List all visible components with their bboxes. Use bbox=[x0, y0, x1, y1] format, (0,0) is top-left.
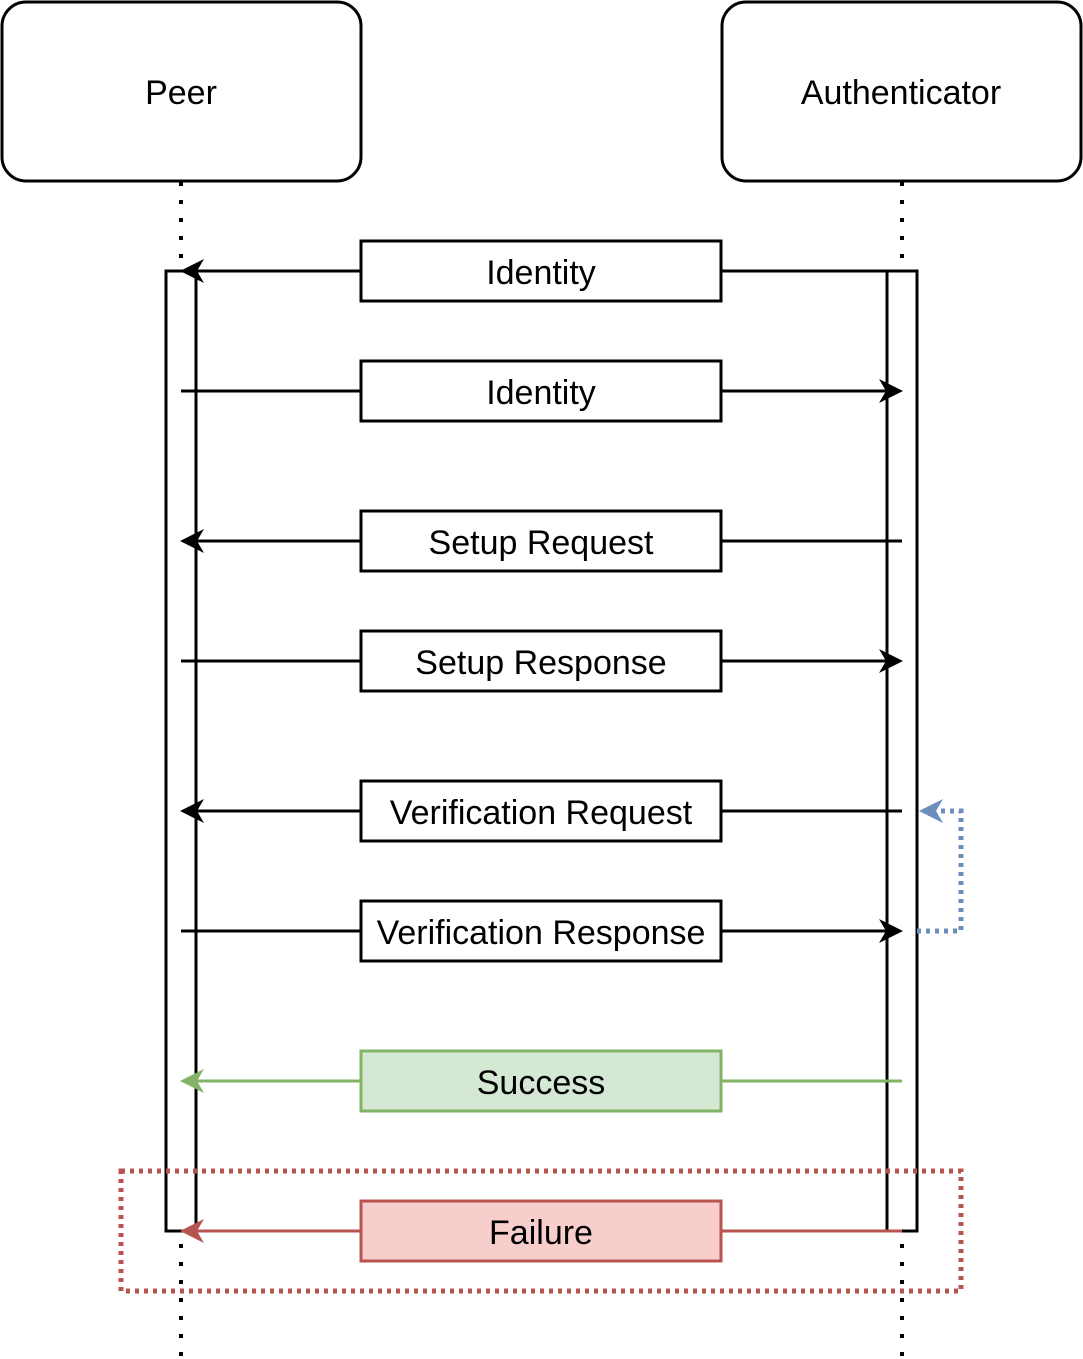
message-label: Success bbox=[477, 1064, 606, 1102]
message-label: Identity bbox=[486, 374, 596, 412]
retry-loop-arrow bbox=[917, 799, 964, 934]
message-label: Verification Request bbox=[390, 794, 693, 832]
message-setup-response: Setup Response bbox=[181, 629, 903, 693]
authenticator-label: Authenticator bbox=[801, 74, 1001, 112]
peer-activation-bar bbox=[164, 269, 198, 1233]
message-verification-request: Verification Request bbox=[180, 779, 902, 843]
failure-frame bbox=[118, 1168, 964, 1294]
message-identity-request: Identity bbox=[180, 239, 902, 303]
peer-label: Peer bbox=[145, 74, 217, 112]
message-label: Verification Response bbox=[377, 914, 706, 952]
message-label: Setup Request bbox=[429, 524, 654, 562]
message-label: Identity bbox=[486, 254, 596, 292]
message-failure: Failure bbox=[180, 1199, 902, 1263]
authenticator-activation-bar bbox=[885, 269, 919, 1233]
message-setup-request: Setup Request bbox=[180, 509, 902, 573]
message-success: Success bbox=[180, 1049, 902, 1113]
message-verification-response: Verification Response bbox=[181, 899, 903, 963]
message-identity-response: Identity bbox=[181, 359, 903, 423]
message-label: Failure bbox=[489, 1214, 593, 1252]
authenticator-actor: Authenticator bbox=[720, 0, 1083, 183]
peer-actor: Peer bbox=[0, 0, 363, 183]
message-label: Setup Response bbox=[415, 644, 666, 682]
